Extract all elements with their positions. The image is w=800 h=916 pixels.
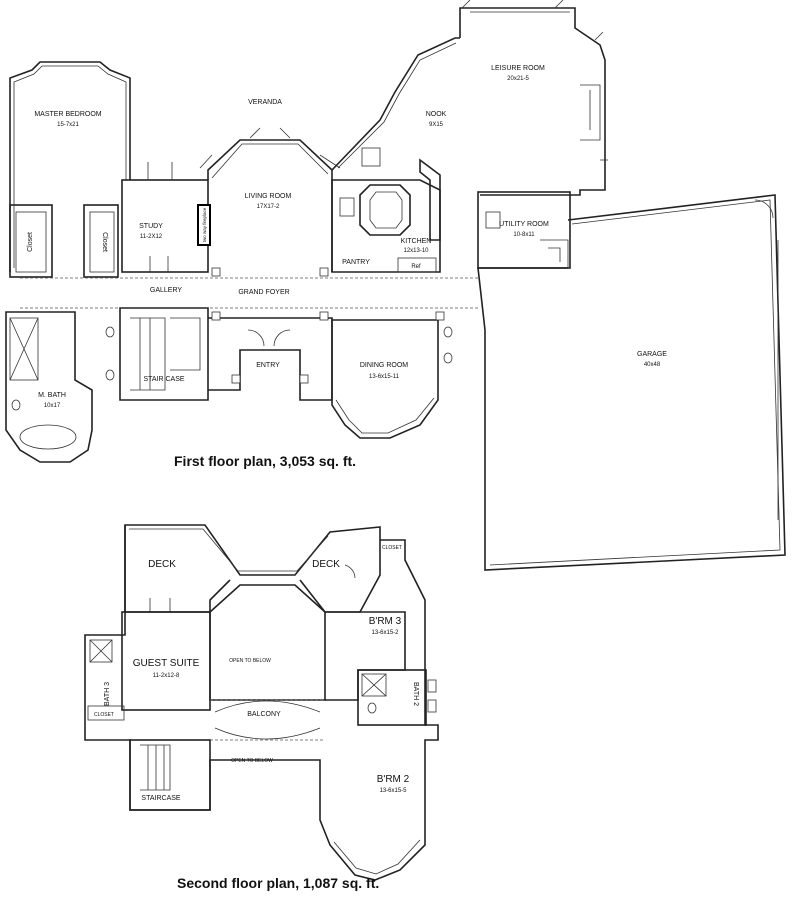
study-walls xyxy=(121,179,209,273)
master-bedroom-label: MASTER BEDROOM xyxy=(34,111,101,118)
kitchen-label: KITCHEN xyxy=(401,238,432,245)
utility-room-dim: 10-8x11 xyxy=(513,232,535,238)
second-floor-outer-walls xyxy=(84,524,439,881)
nook-label: NOOK xyxy=(426,111,447,118)
utility-room-walls xyxy=(477,191,571,269)
leisure-room-dim: 20x21-5 xyxy=(507,76,529,82)
leisure-room-walls xyxy=(459,7,606,196)
open-below-1-label: OPEN TO BELOW xyxy=(229,658,271,664)
brm2-label: B'RM 2 xyxy=(377,774,410,785)
brm2-dim: 13-6x15-5 xyxy=(379,788,407,794)
open-below-2-label: OPEN TO BELOW xyxy=(231,758,273,764)
kitchen-dim: 12x13-10 xyxy=(403,248,429,254)
first-floor-labels: MASTER BEDROOM 15-7x21 VERANDA LIVING RO… xyxy=(27,65,667,409)
balcony-label: BALCONY xyxy=(247,711,281,718)
deck-1-label: DECK xyxy=(148,559,176,570)
staircase-label: STAIRCASE xyxy=(141,795,180,802)
nook-walls xyxy=(331,37,460,171)
ref-label: Ref xyxy=(411,264,421,270)
second-floor-plan xyxy=(84,524,439,881)
master-bedroom-dim: 15-7x21 xyxy=(57,122,79,128)
staircase-walls xyxy=(129,739,211,811)
fireplace-icon xyxy=(197,204,211,246)
veranda-label: VERANDA xyxy=(248,99,282,106)
nook-dim: 9X15 xyxy=(429,122,444,128)
brm3-dim: 13-6x15-2 xyxy=(371,630,399,636)
open-below-1-walls xyxy=(209,584,326,701)
guest-suite-dim: 11-2x12-8 xyxy=(153,673,180,679)
entry-label: ENTRY xyxy=(256,362,280,369)
garage-label: GARAGE xyxy=(637,351,667,358)
fireplace-label: two way fireplace xyxy=(202,207,207,242)
stair-case-walls xyxy=(119,307,209,401)
m-bath-dim: 10x17 xyxy=(44,403,61,409)
dining-room-label: DINING ROOM xyxy=(360,362,408,369)
first-floor-caption: First floor plan, 3,053 sq. ft. xyxy=(174,453,357,469)
guest-suite-label: GUEST SUITE xyxy=(133,658,200,669)
m-bath-walls xyxy=(5,311,93,463)
gallery-label: GALLERY xyxy=(150,287,182,294)
leisure-room-label: LEISURE ROOM xyxy=(491,65,545,72)
study-dim: 11-2X12 xyxy=(140,234,163,240)
bath2-label: BATH 2 xyxy=(412,682,419,706)
closet-left-label: CLOSET xyxy=(94,712,114,718)
garage-dim: 40x48 xyxy=(644,362,661,368)
grand-foyer-label: GRAND FOYER xyxy=(238,289,289,296)
bath2-walls xyxy=(357,669,427,726)
closet-1-walls xyxy=(9,204,53,278)
bathtub-icon xyxy=(19,424,77,450)
dining-room-walls xyxy=(331,319,439,439)
m-bath-label: M. BATH xyxy=(38,392,66,399)
closet-top-label: CLOSET xyxy=(382,545,402,551)
utility-room-label: UTILITY ROOM xyxy=(499,221,549,228)
stair-case-label: STAIR CASE xyxy=(143,376,184,383)
pantry-label: PANTRY xyxy=(342,259,370,266)
study-label: STUDY xyxy=(139,223,163,230)
garage-walls xyxy=(477,194,786,571)
second-floor-caption: Second floor plan, 1,087 sq. ft. xyxy=(177,875,380,891)
closet-1-label: Closet xyxy=(27,232,34,252)
closet-2-label: Closet xyxy=(101,232,108,252)
second-floor-labels: DECK DECK CLOSET B'RM 3 13-6x15-2 GUEST … xyxy=(94,545,419,802)
dining-room-dim: 13-6x15-11 xyxy=(369,374,400,380)
deck-2-label: DECK xyxy=(312,559,340,570)
brm3-label: B'RM 3 xyxy=(369,616,402,627)
closet-2-walls xyxy=(83,204,119,278)
living-room-dim: 17X17-2 xyxy=(257,204,280,210)
first-floor-plan xyxy=(5,0,786,571)
toilet-icon xyxy=(11,399,21,411)
bath3-label: BATH 3 xyxy=(104,682,111,706)
living-room-label: LIVING ROOM xyxy=(245,193,292,200)
master-bedroom-walls xyxy=(9,61,131,272)
